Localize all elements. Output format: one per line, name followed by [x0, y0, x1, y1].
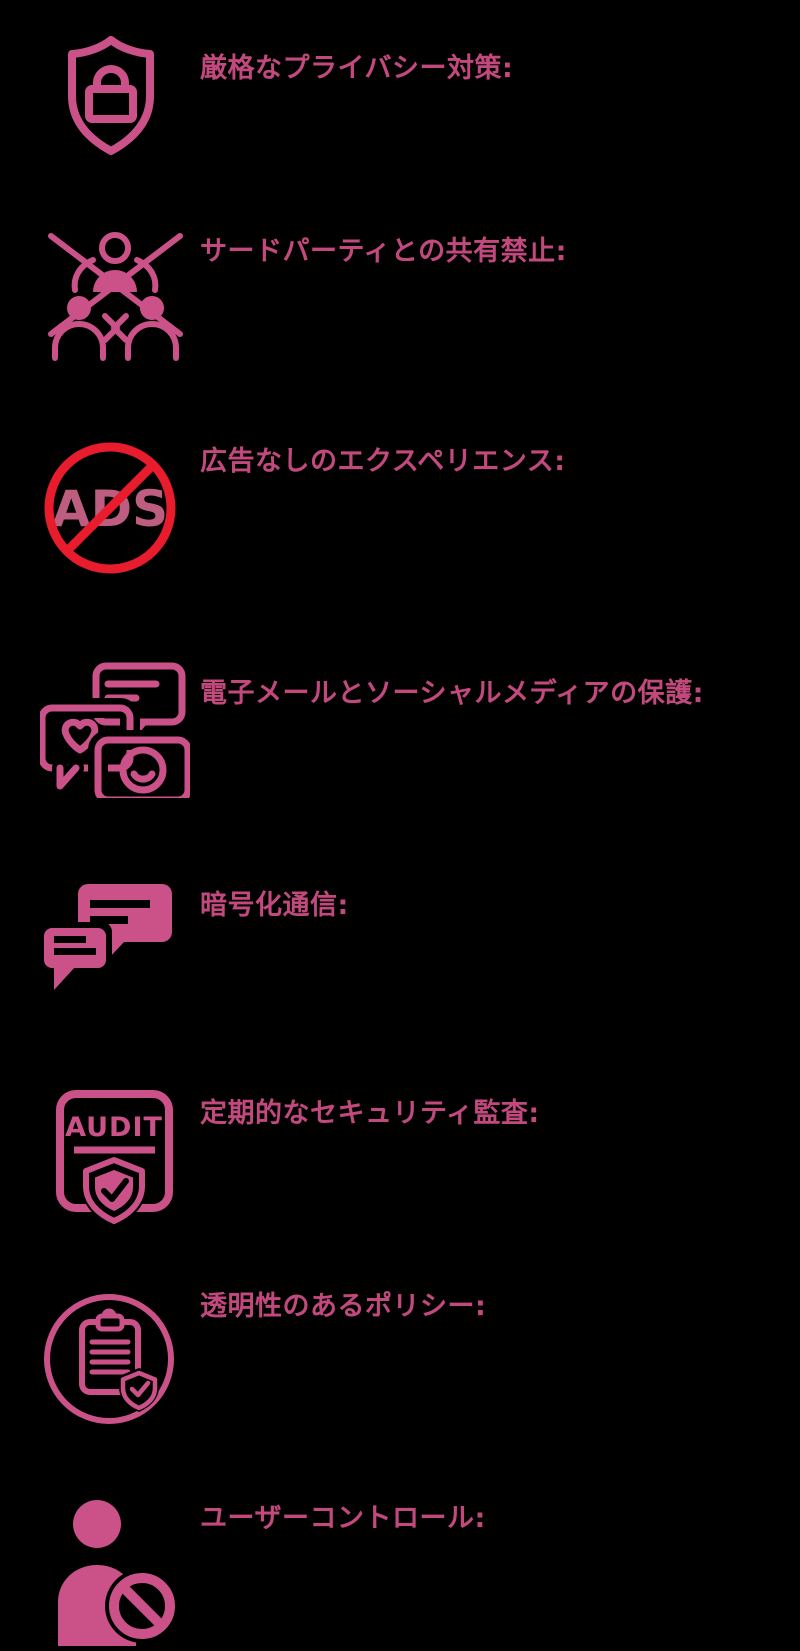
feature-item-no-third-party: サードパーティとの共有禁止:: [0, 222, 800, 362]
feature-heading: サードパーティとの共有禁止:: [200, 236, 567, 267]
security-audit-icon: AUDIT: [52, 1088, 177, 1236]
feature-item-encrypted-communication: 暗号化通信:: [0, 878, 800, 993]
feature-item-no-ads: ADS 広告なしのエクスペリエンス:: [0, 438, 800, 578]
feature-item-strict-privacy: 厳格なプライバシー対策:: [0, 34, 800, 158]
feature-item-transparent-policy: 透明性のあるポリシー:: [0, 1291, 800, 1427]
feature-item-security-audit: AUDIT 定期的なセキュリティ監査:: [0, 1088, 800, 1236]
feature-item-email-social: 電子メールとソーシャルメディアの保護:: [0, 658, 800, 798]
feature-item-user-control: ユーザーコントロール:: [0, 1498, 800, 1646]
feature-heading: 定期的なセキュリティ監査:: [200, 1098, 540, 1129]
feature-heading: ユーザーコントロール:: [200, 1503, 486, 1534]
audit-badge-text: AUDIT: [65, 1112, 163, 1143]
feature-heading: 電子メールとソーシャルメディアの保護:: [200, 678, 704, 709]
transparent-policy-icon: [42, 1292, 177, 1427]
feature-heading: 厳格なプライバシー対策:: [200, 53, 514, 84]
user-control-icon: [50, 1498, 185, 1646]
shield-lock-icon: [56, 34, 166, 158]
encrypted-chat-icon: [38, 878, 178, 993]
feature-heading: 透明性のあるポリシー:: [200, 1291, 487, 1322]
email-social-media-protection-icon: [40, 658, 190, 798]
no-third-party-sharing-icon: [43, 222, 188, 362]
no-ads-icon: ADS: [40, 438, 180, 578]
feature-heading: 広告なしのエクスペリエンス:: [200, 446, 566, 477]
feature-heading: 暗号化通信:: [200, 890, 349, 921]
